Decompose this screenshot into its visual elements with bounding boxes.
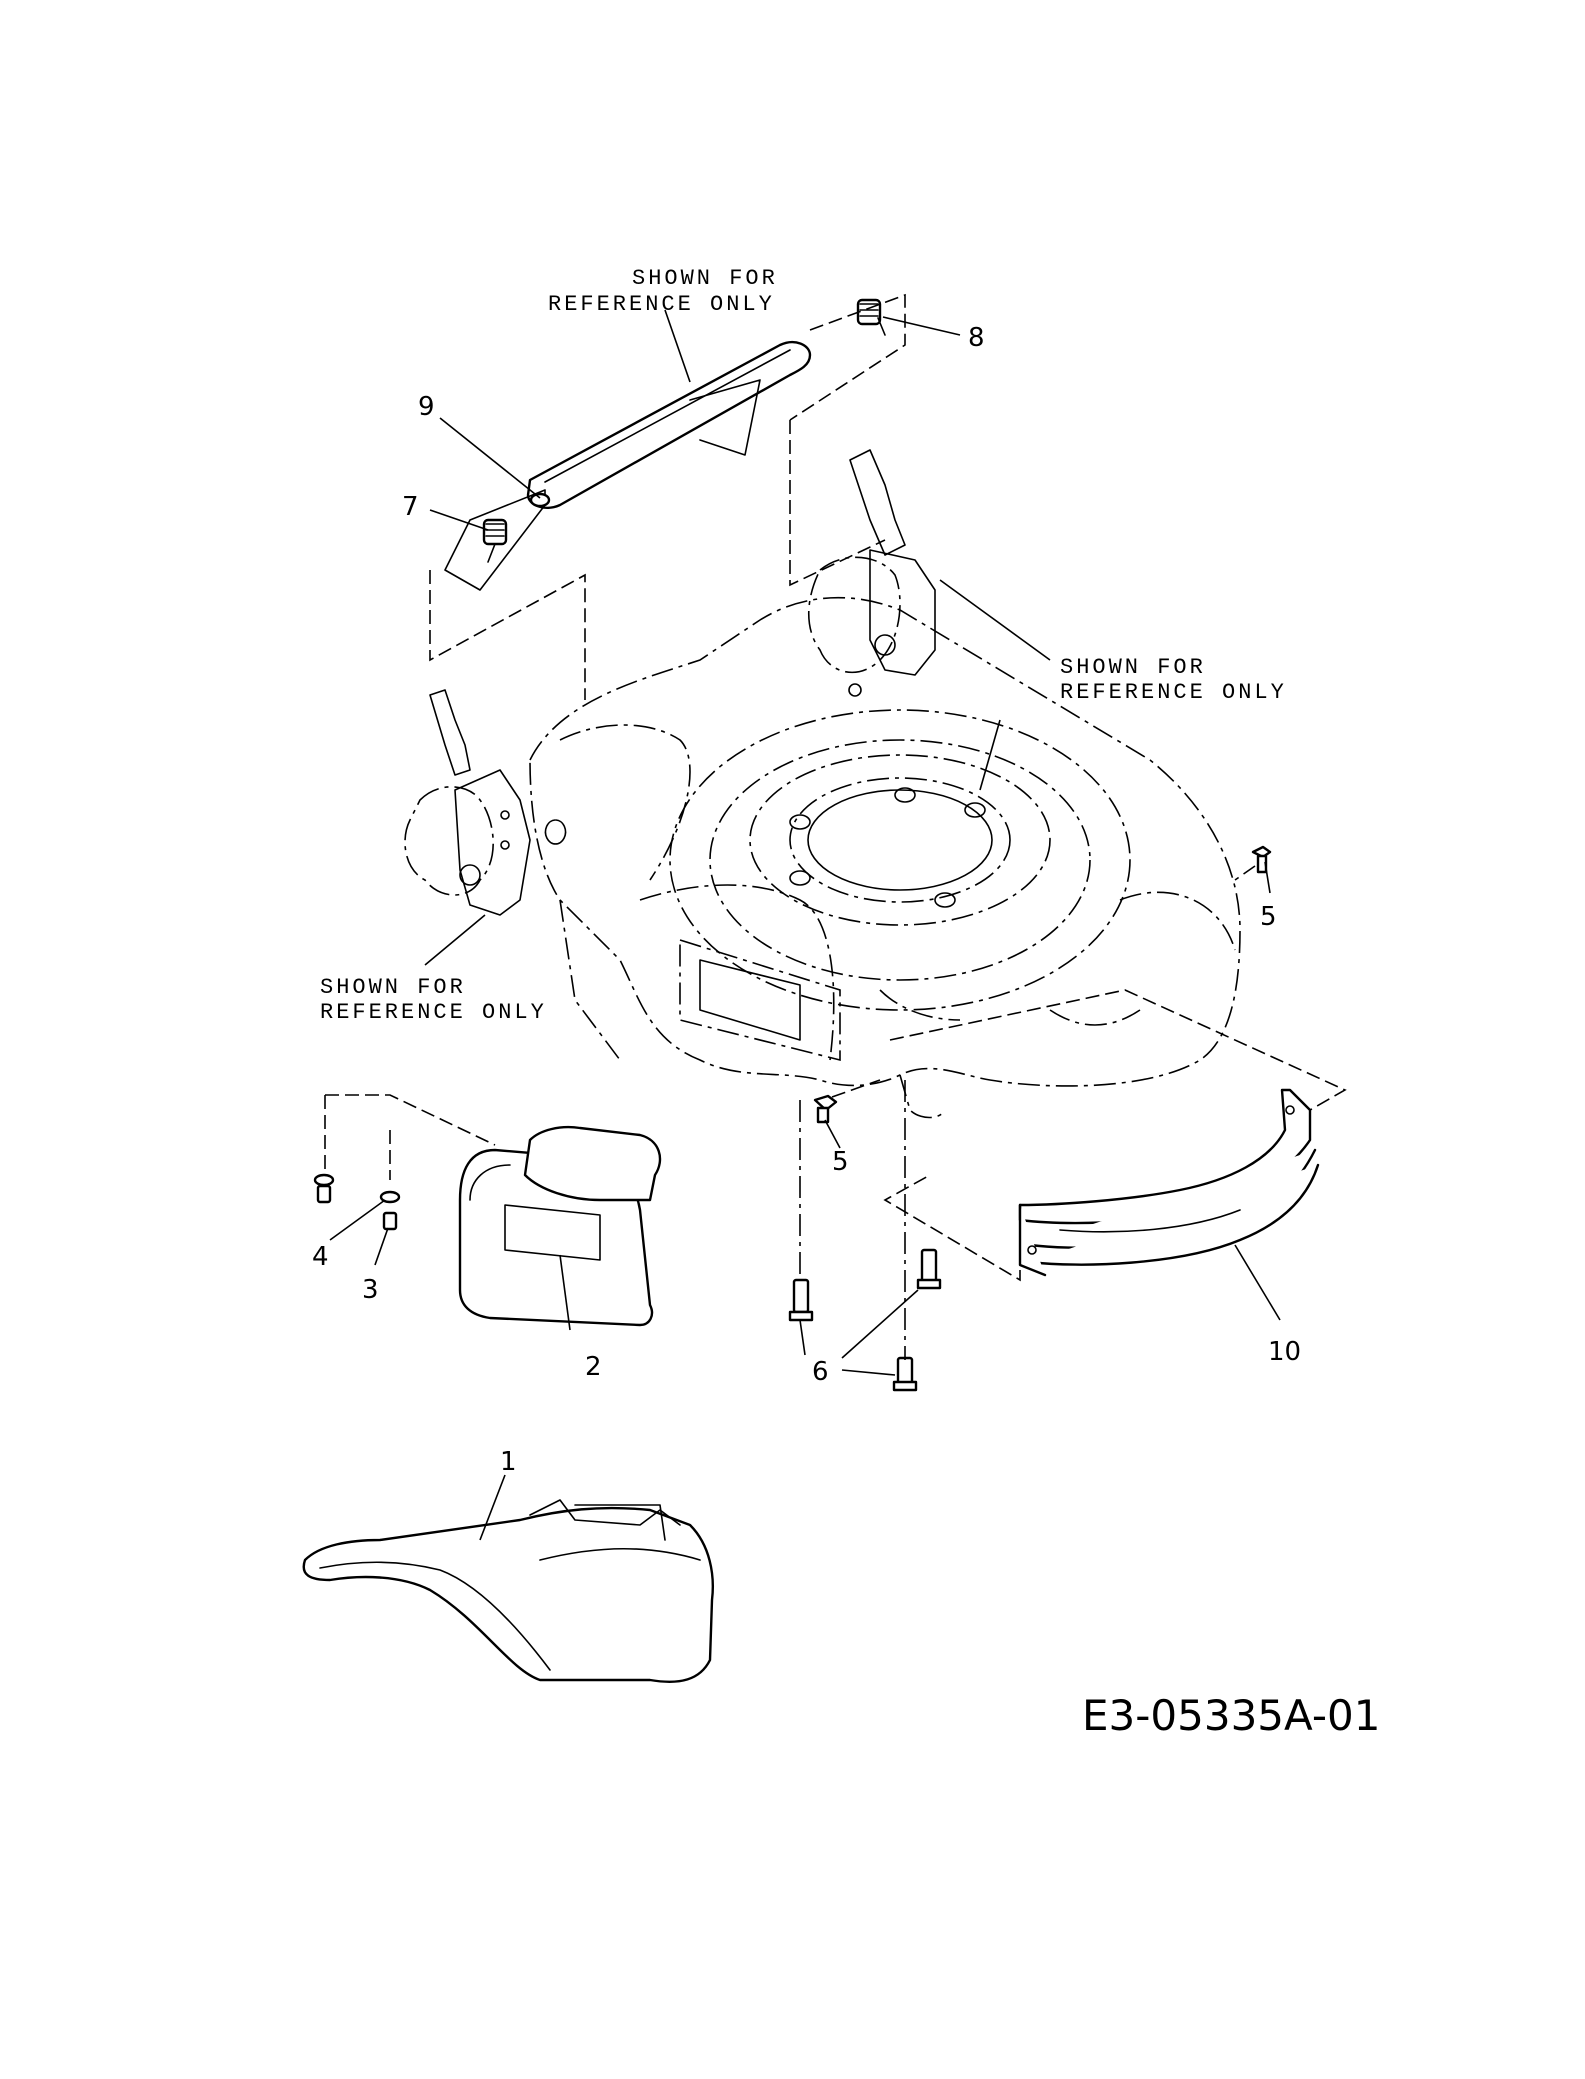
callout-2: 2: [585, 1352, 602, 1382]
callout-4: 4: [312, 1242, 329, 1272]
reference-note-3-line1: SHOWN FOR: [320, 975, 466, 1000]
bolt-5-right: [1251, 845, 1272, 874]
callout-1: 1: [500, 1447, 517, 1477]
left-height-adjust-plate: [404, 689, 531, 916]
reference-note-3-line2: REFERENCE ONLY: [320, 1000, 547, 1025]
rear-axle: [444, 341, 812, 591]
callout-5-right: 5: [1260, 902, 1277, 932]
reference-note-2-line2: REFERENCE ONLY: [1060, 680, 1287, 705]
leader-lines: [329, 309, 1281, 1541]
drawing-id: E3-05335A-01: [1082, 1691, 1380, 1740]
screw-3: [382, 1211, 398, 1231]
reference-note-2-line1: SHOWN FOR: [1060, 655, 1206, 680]
spring-8: [856, 298, 886, 336]
reference-note-1-line2: REFERENCE ONLY: [548, 292, 775, 317]
washer-4b: [379, 1190, 401, 1204]
callout-10: 10: [1268, 1337, 1301, 1367]
mower-deck: [529, 596, 1241, 1119]
callout-6: 6: [812, 1357, 829, 1387]
callout-5-front: 5: [832, 1147, 849, 1177]
bolt-6-b: [916, 1248, 942, 1290]
spring-7: [482, 518, 508, 563]
rear-flap-2: [458, 1126, 662, 1327]
callout-9: 9: [418, 392, 435, 422]
callout-8: 8: [968, 323, 985, 353]
washer-4a: [313, 1173, 335, 1204]
discharge-chute-1: [302, 1499, 714, 1683]
axle-pin-9: [529, 492, 551, 508]
mulching-plate-10: [1018, 1088, 1320, 1277]
callout-7: 7: [402, 492, 419, 522]
bolt-6-a: [788, 1278, 814, 1322]
reference-note-1-line1: SHOWN FOR: [632, 266, 778, 291]
callout-3: 3: [362, 1275, 379, 1305]
right-height-adjust-plate: [807, 449, 936, 697]
bolt-6-c: [892, 1356, 918, 1392]
bolt-5-front: [813, 1094, 838, 1124]
